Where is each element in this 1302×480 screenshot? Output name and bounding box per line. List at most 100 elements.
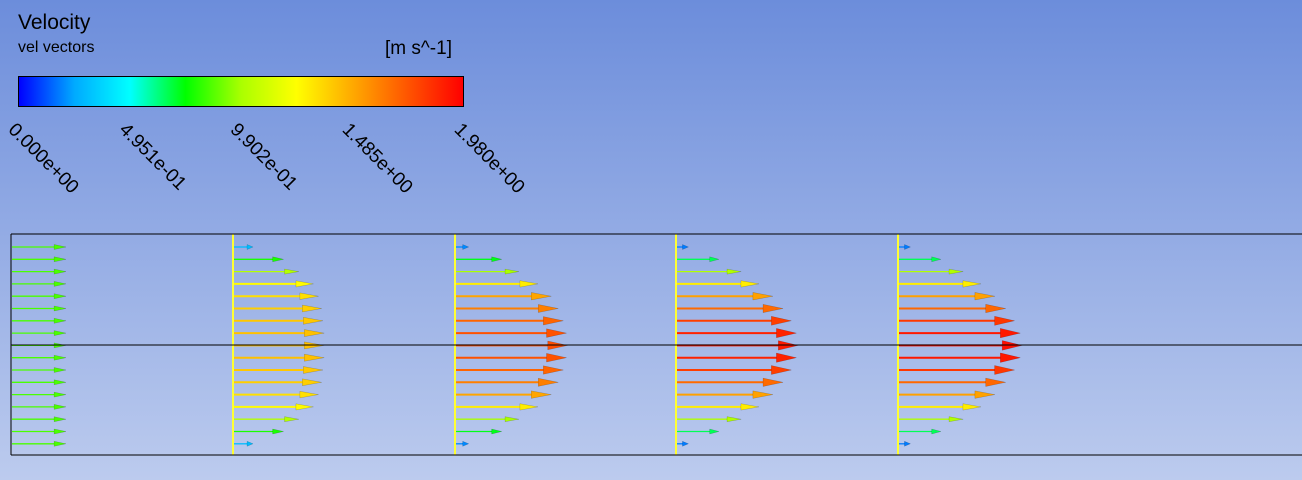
- arrow-head: [53, 416, 67, 423]
- velocity-arrow: [677, 244, 690, 250]
- velocity-arrow: [234, 353, 325, 362]
- velocity-arrow: [12, 404, 67, 410]
- arrow-head: [985, 303, 1006, 314]
- velocity-arrow: [456, 377, 559, 387]
- arrow-head: [53, 305, 67, 312]
- velocity-arrow: [234, 440, 254, 447]
- velocity-arrow: [677, 428, 720, 435]
- arrow-head: [53, 293, 67, 300]
- legend-title: Velocity: [18, 11, 91, 34]
- velocity-arrow: [456, 416, 519, 422]
- arrow-head: [709, 428, 720, 435]
- velocity-arrow: [234, 403, 314, 411]
- velocity-arrow: [456, 353, 567, 363]
- arrow-head: [304, 329, 325, 337]
- velocity-arrow: [234, 268, 299, 275]
- arrow-head: [246, 244, 254, 250]
- velocity-arrow: [12, 281, 67, 287]
- velocity-arrow: [12, 244, 67, 250]
- arrow-head: [303, 317, 323, 325]
- arrow-head: [246, 440, 254, 447]
- velocity-arrow: [456, 365, 564, 375]
- arrow-head: [53, 256, 67, 263]
- velocity-arrow: [12, 379, 67, 386]
- arrow-head: [726, 416, 742, 423]
- velocity-arrow: [899, 440, 912, 447]
- velocity-arrow: [234, 416, 299, 423]
- arrow-head: [974, 292, 995, 301]
- arrow-head: [994, 315, 1015, 326]
- arrow-head: [53, 244, 67, 250]
- velocity-arrow: [234, 366, 323, 374]
- velocity-arrow: [456, 316, 564, 326]
- arrow-head: [302, 304, 322, 313]
- velocity-arrow: [899, 352, 1021, 363]
- arrow-head: [531, 292, 552, 301]
- arrow-head: [504, 268, 519, 275]
- velocity-arrow: [234, 317, 323, 325]
- arrow-head: [519, 280, 538, 288]
- velocity-arrow: [899, 416, 964, 423]
- arrow-head: [53, 281, 67, 287]
- velocity-arrow: [677, 256, 720, 263]
- domain-boundary: [10, 233, 1302, 456]
- arrow-head: [462, 244, 470, 250]
- velocity-arrow: [456, 244, 470, 250]
- velocity-arrow: [234, 329, 325, 337]
- arrow-head: [974, 390, 995, 399]
- velocity-arrow: [899, 428, 942, 435]
- arrow-head: [962, 280, 981, 288]
- velocity-arrow: [234, 256, 284, 263]
- arrow-head: [962, 403, 981, 411]
- arrow-head: [53, 330, 67, 336]
- velocity-arrow: [456, 268, 519, 275]
- arrow-head: [709, 256, 720, 263]
- velocity-arrow: [456, 280, 538, 288]
- arrow-head: [762, 377, 784, 387]
- arrow-head: [752, 292, 773, 301]
- velocity-arrow: [677, 280, 759, 288]
- arrow-head: [272, 256, 284, 263]
- velocity-arrow: [677, 416, 742, 423]
- arrow-head: [543, 365, 564, 375]
- velocity-arrow: [12, 391, 67, 398]
- velocity-arrow: [234, 244, 254, 250]
- arrow-head: [682, 244, 690, 250]
- velocity-arrow: [899, 328, 1021, 339]
- arrow-head: [994, 365, 1015, 375]
- arrow-head: [284, 416, 299, 423]
- velocity-legend: Velocity vel vectors [m s^-1] 0.000e+00 …: [0, 0, 560, 220]
- velocity-arrow: [234, 428, 284, 435]
- arrow-head: [762, 304, 784, 313]
- velocity-arrow: [677, 352, 797, 363]
- velocity-arrow: [899, 268, 964, 275]
- velocity-arrow: [677, 304, 784, 313]
- arrow-head: [53, 404, 67, 410]
- velocity-arrow: [234, 378, 322, 387]
- arrow-head: [299, 390, 319, 399]
- velocity-arrow: [677, 365, 792, 375]
- velocity-arrow: [456, 403, 538, 411]
- arrow-head: [682, 440, 690, 447]
- arrow-head: [740, 280, 759, 288]
- arrow-head: [904, 244, 912, 250]
- arrow-head: [53, 268, 67, 275]
- velocity-arrow: [456, 428, 502, 435]
- arrow-head: [295, 403, 314, 411]
- velocity-arrow: [234, 304, 322, 313]
- arrow-head: [537, 304, 559, 313]
- velocity-arrow: [899, 244, 912, 250]
- velocity-arrow: [234, 292, 319, 300]
- velocity-arrow: [899, 292, 995, 301]
- arrow-head: [771, 365, 792, 375]
- arrow-head: [1000, 352, 1021, 363]
- arrow-head: [491, 428, 502, 435]
- arrow-head: [53, 354, 67, 361]
- arrow-head: [752, 390, 773, 399]
- velocity-arrow: [234, 390, 319, 399]
- arrow-head: [462, 440, 470, 447]
- arrow-head: [504, 416, 519, 422]
- arrow-head: [985, 377, 1006, 387]
- arrow-head: [53, 367, 67, 373]
